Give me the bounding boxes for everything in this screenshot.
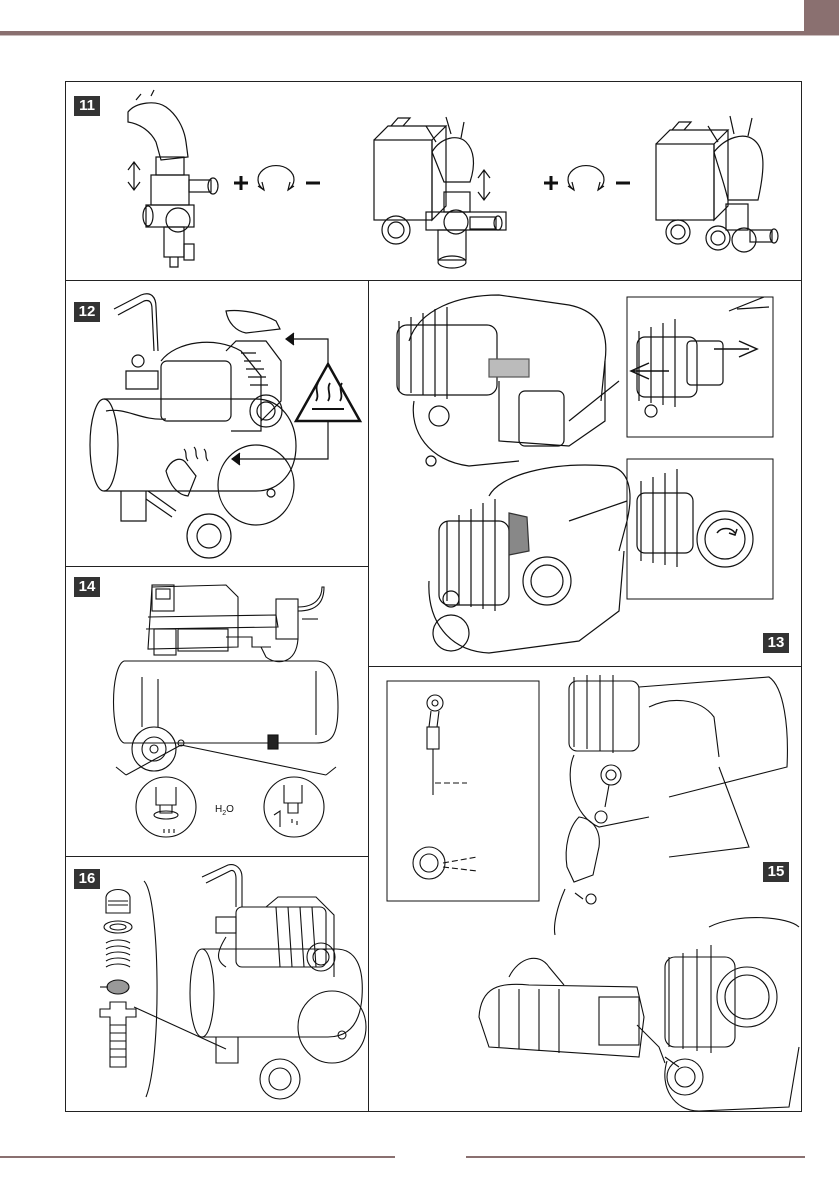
figure-11: 11 [66,82,801,281]
safety-valve-illustration [66,857,369,1111]
figure-12: 12 [66,281,369,567]
figure-15: 15 [369,667,801,1111]
air-filter-cover-illustration [369,281,801,667]
figure-16: 16 [66,857,369,1111]
pressure-regulator-illustration [66,82,801,281]
figure-frame: 11 [65,81,802,1112]
header-rule [0,35,839,36]
figure-14: 14 [66,567,369,857]
hot-surface-compressor-illustration [66,281,369,567]
water-label: H2O [215,804,234,817]
oil-dipstick-illustration [369,667,801,1111]
footer-rule-left [0,1156,395,1158]
figure-13: 13 [369,281,801,667]
footer-rule-right [466,1156,805,1158]
corner-tab [804,0,839,31]
